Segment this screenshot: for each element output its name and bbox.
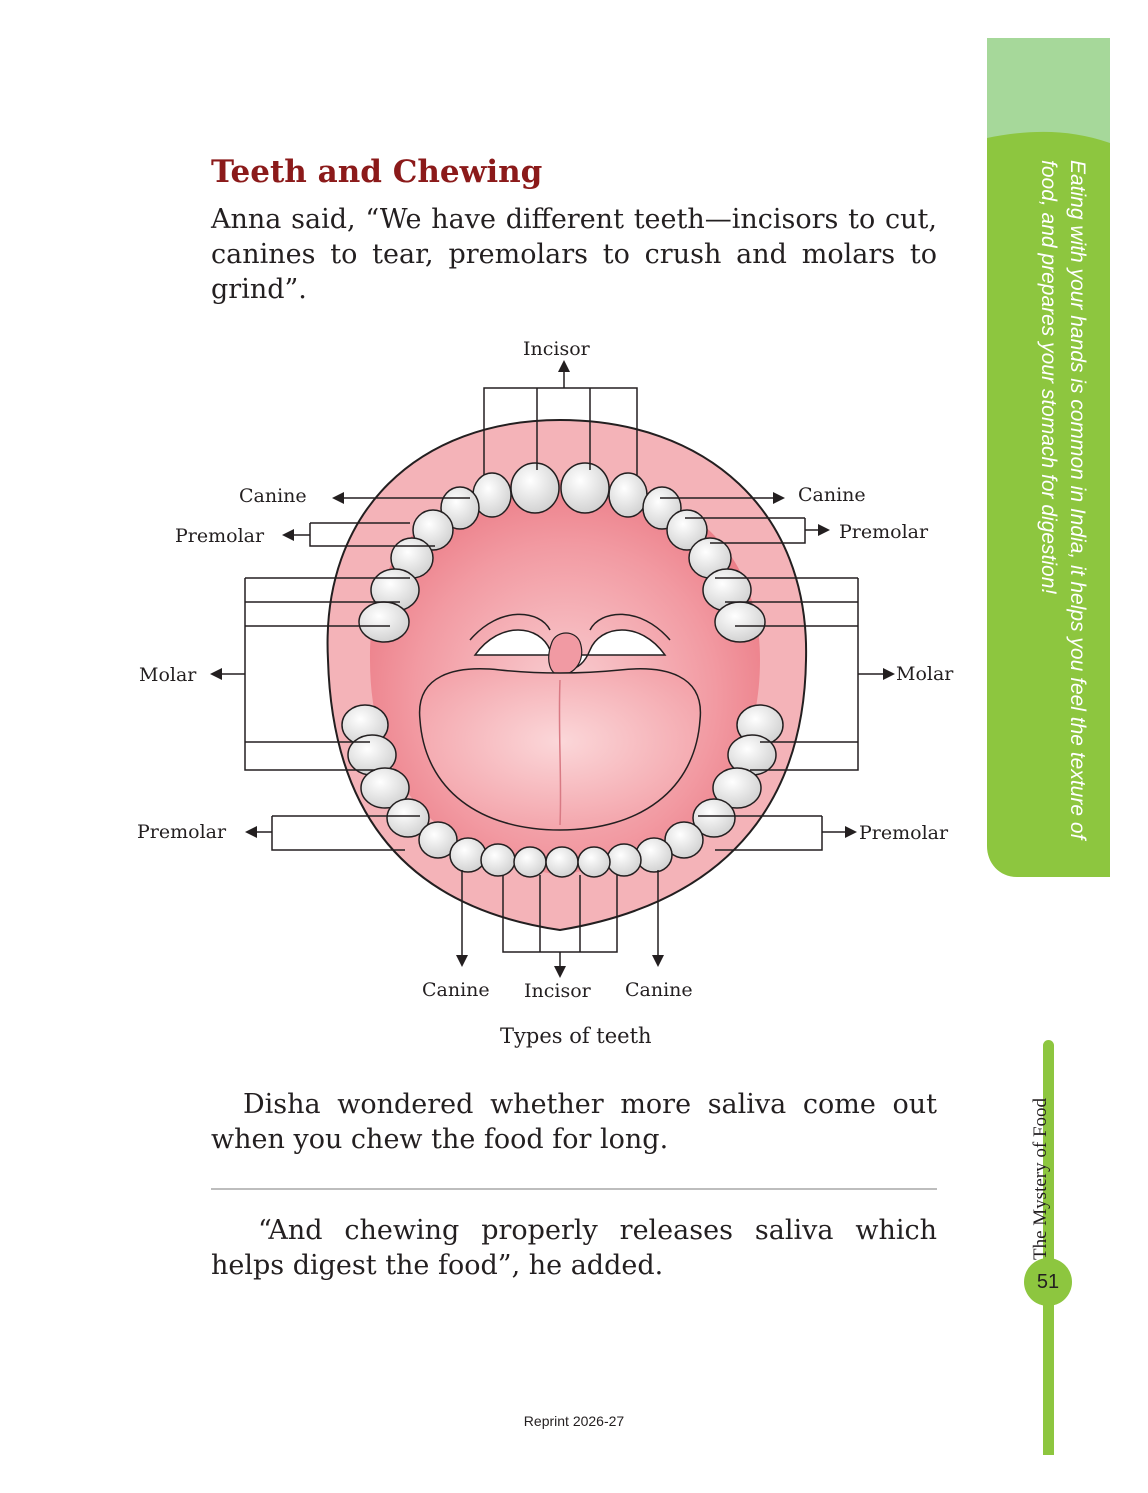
label-canine-top-left: Canine xyxy=(239,485,307,507)
chapter-title: The Mystery of Food xyxy=(1030,1097,1051,1260)
label-premolar-top-right: Premolar xyxy=(839,521,929,543)
label-incisor-bottom: Incisor xyxy=(524,980,592,1002)
label-incisor-top: Incisor xyxy=(523,338,591,360)
divider xyxy=(211,1188,937,1190)
section-heading: Teeth and Chewing xyxy=(211,154,543,190)
label-premolar-top-left: Premolar xyxy=(175,525,265,547)
side-note: Eating with your hands is common in Indi… xyxy=(1006,160,1092,860)
mouth-illustration xyxy=(326,418,808,932)
label-premolar-bottom-left: Premolar xyxy=(137,821,227,843)
label-canine-bottom-right: Canine xyxy=(625,979,693,1001)
label-molar-right: Molar xyxy=(896,663,954,685)
side-note-tab xyxy=(987,38,1110,877)
label-canine-bottom-left: Canine xyxy=(422,979,490,1001)
label-premolar-bottom-right: Premolar xyxy=(859,822,949,844)
leader-lines xyxy=(220,370,885,970)
page-number: 51 xyxy=(1024,1258,1072,1306)
chapter-title-box: The Mystery of Food xyxy=(1030,1060,1066,1260)
paragraph-chewing: “And chewing properly releases saliva wh… xyxy=(211,1215,937,1281)
footer-reprint: Reprint 2026-27 xyxy=(523,1413,625,1429)
chapter-thumb-bar xyxy=(1043,1040,1054,1455)
paragraph-disha: Disha wondered whether more saliva come … xyxy=(211,1089,937,1155)
label-molar-left: Molar xyxy=(139,664,197,686)
diagram-caption: Types of teeth xyxy=(500,1024,652,1048)
arrow-heads xyxy=(210,360,895,978)
paragraph-teeth-types: Anna said, “We have different teeth—inci… xyxy=(211,204,937,305)
teeth-diagram: Incisor Canine Canine Premolar Premolar … xyxy=(120,330,970,1014)
label-canine-top-right: Canine xyxy=(798,484,866,506)
side-note-text: Eating with your hands is common in Indi… xyxy=(1037,160,1089,840)
